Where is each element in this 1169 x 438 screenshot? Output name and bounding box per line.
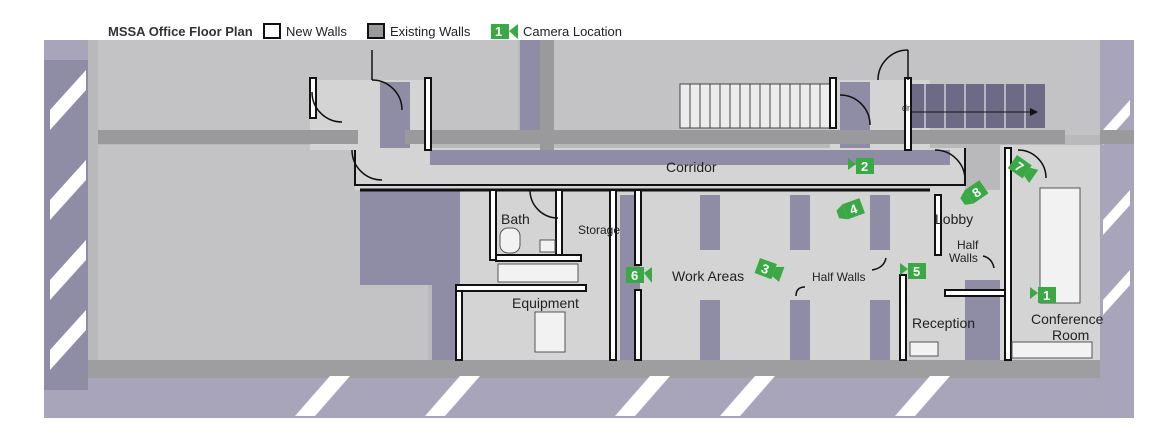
new-walls-swatch	[263, 23, 281, 39]
doors	[311, 49, 1047, 219]
work-areas-label: Work Areas	[672, 268, 744, 284]
camera-icon: 8	[960, 180, 989, 205]
legend: MSSA Office Floor Plan New Walls Existin…	[108, 23, 622, 39]
legend-camera-location: Camera Location	[523, 24, 622, 39]
existing-walls-swatch	[367, 23, 385, 39]
conference-label-1: Conference	[1031, 311, 1104, 327]
conference-label-2: Room	[1052, 327, 1089, 343]
camera-icon: 3	[754, 258, 785, 282]
camera-icon: 6	[626, 267, 652, 283]
legend-title: MSSA Office Floor Plan	[108, 24, 253, 39]
half-wall-arrows	[795, 255, 995, 305]
corridor-label: Corridor	[666, 159, 717, 175]
svg-text:1: 1	[1043, 288, 1050, 303]
camera-icon: 5	[900, 263, 926, 279]
camera-icon: 1	[491, 24, 518, 39]
svg-text:6: 6	[631, 268, 638, 283]
half-walls-right-label-1: Half	[957, 238, 979, 252]
camera-icon: 2	[848, 158, 874, 174]
bath-label: Bath	[501, 211, 530, 227]
upper-left-area	[98, 40, 518, 135]
svg-text:3: 3	[759, 261, 771, 278]
reception-label: Reception	[912, 315, 975, 331]
existing-walls	[98, 40, 1134, 150]
camera-icon: 1	[1030, 287, 1056, 303]
room-labels: Corridor Bath Storage Work Areas Equipme…	[501, 103, 1104, 343]
stair-dn-label: dn	[902, 103, 912, 113]
half-walls-center-label: Half Walls	[812, 270, 866, 284]
right-facade	[1100, 40, 1134, 380]
storage-label: Storage	[578, 223, 620, 237]
lobby-label: Lobby	[935, 211, 973, 227]
svg-text:2: 2	[861, 159, 868, 174]
furniture	[497, 187, 1093, 359]
bottom-facade	[88, 360, 1134, 416]
half-walls-right-label-2: Walls	[949, 251, 978, 265]
cameras: 1 2 3 4 5 6 7 8	[626, 155, 1056, 303]
legend-existing-walls: Existing Walls	[390, 24, 471, 39]
left-facade	[44, 60, 88, 390]
camera-icon: 4	[836, 198, 865, 220]
equipment-label: Equipment	[512, 295, 579, 311]
legend-new-walls: New Walls	[286, 24, 347, 39]
stairs	[679, 83, 1045, 129]
svg-text:1: 1	[495, 24, 502, 39]
camera-icon: 7	[1007, 155, 1039, 184]
svg-text:5: 5	[913, 264, 920, 279]
